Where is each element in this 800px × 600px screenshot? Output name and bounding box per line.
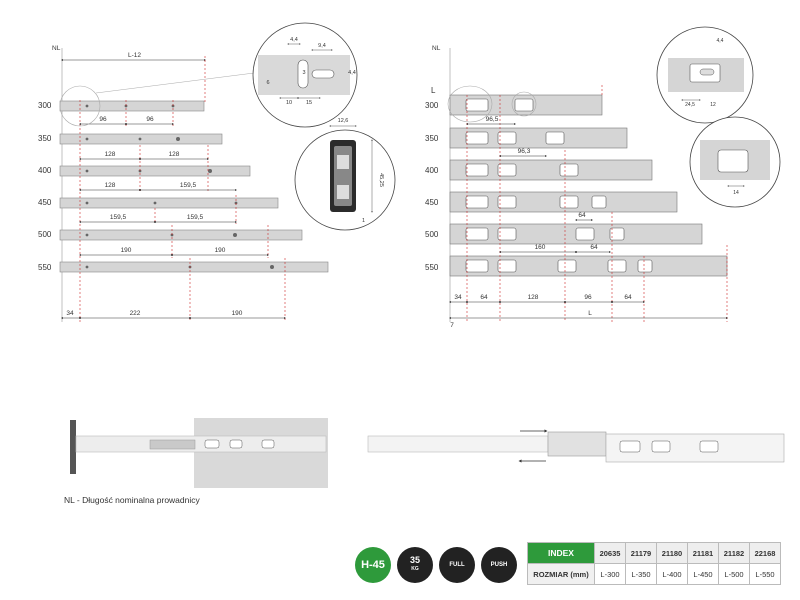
svg-text:4,4: 4,4	[348, 70, 356, 76]
full-extension-icon: FULL	[439, 547, 475, 583]
svg-text:190: 190	[232, 310, 243, 317]
svg-text:190: 190	[121, 247, 132, 254]
nominal-length-legend: NL - Długość nominalna prowadnicy	[64, 495, 200, 505]
svg-text:L: L	[588, 310, 592, 317]
mount-detail-top: 24,5 12 4,4	[656, 26, 754, 124]
svg-text:300: 300	[425, 101, 439, 110]
svg-text:12,6: 12,6	[338, 118, 349, 124]
svg-text:7: 7	[450, 322, 454, 329]
right-rail-550	[449, 255, 728, 277]
svg-text:10: 10	[286, 100, 292, 106]
svg-text:190: 190	[215, 247, 226, 254]
svg-text:450: 450	[425, 198, 439, 207]
mount-detail-mid: 14	[689, 116, 781, 208]
svg-text:64: 64	[624, 294, 632, 301]
svg-text:4,4: 4,4	[290, 37, 298, 43]
svg-text:L: L	[431, 86, 436, 95]
right-rail-350	[449, 127, 628, 149]
svg-text:550: 550	[425, 263, 439, 272]
svg-text:15: 15	[306, 100, 312, 106]
svg-text:14: 14	[733, 190, 739, 196]
svg-text:3: 3	[302, 70, 305, 76]
svg-text:96,3: 96,3	[518, 148, 531, 155]
left-rail-550	[59, 261, 329, 273]
size-450: 450	[38, 198, 52, 207]
svg-text:64: 64	[480, 294, 488, 301]
svg-text:128: 128	[169, 151, 180, 158]
svg-text:159,5: 159,5	[110, 214, 127, 221]
svg-text:159,5: 159,5	[187, 214, 204, 221]
slide-photo-closed	[70, 418, 328, 488]
index-header: INDEX	[527, 542, 595, 564]
svg-text:12: 12	[710, 102, 716, 108]
svg-text:96,5: 96,5	[486, 116, 499, 123]
left-rail-diagram: NL L-12 300 350 400 450 500 550	[38, 45, 329, 322]
spec-table: INDEX 20635 21179 21180 21181 21182 2216…	[527, 542, 781, 585]
slide-photo-open	[367, 429, 785, 463]
svg-text:159,5: 159,5	[180, 182, 197, 189]
svg-text:500: 500	[425, 230, 439, 239]
push-open-icon: PUSH	[481, 547, 517, 583]
svg-text:34: 34	[66, 310, 74, 317]
size-550: 550	[38, 263, 52, 272]
size-400: 400	[38, 166, 52, 175]
svg-text:64: 64	[590, 244, 598, 251]
svg-text:45,25: 45,25	[378, 173, 384, 187]
svg-text:222: 222	[130, 310, 141, 317]
svg-text:128: 128	[105, 151, 116, 158]
svg-text:128: 128	[528, 294, 539, 301]
svg-text:NL: NL	[432, 45, 441, 52]
left-rail-400	[59, 165, 251, 177]
size-300: 300	[38, 101, 52, 110]
left-rail-450	[59, 197, 279, 209]
svg-text:96: 96	[146, 116, 154, 123]
size-500: 500	[38, 230, 52, 239]
size-350: 350	[38, 134, 52, 143]
svg-text:6: 6	[266, 80, 269, 86]
l12-label: L-12	[128, 52, 141, 59]
svg-text:4,4: 4,4	[717, 38, 724, 44]
table-row: INDEX 20635 21179 21180 21181 21182 2216…	[527, 542, 781, 564]
right-rail-diagram: NL L 300 350 400 450 500 550	[425, 45, 728, 329]
svg-text:1: 1	[362, 218, 365, 224]
svg-text:96: 96	[99, 116, 107, 123]
left-rail-500	[59, 229, 303, 241]
svg-text:24,5: 24,5	[685, 102, 695, 108]
table-row: ROZMIAR (mm) L-300 L-350 L-400 L-450 L-5…	[527, 563, 781, 585]
svg-text:350: 350	[425, 134, 439, 143]
svg-text:64: 64	[578, 212, 586, 219]
svg-text:9,4: 9,4	[318, 43, 326, 49]
nl-label: NL	[52, 45, 61, 52]
svg-text:128: 128	[105, 182, 116, 189]
svg-text:34: 34	[454, 294, 462, 301]
h45-badge-icon: H-45	[355, 547, 391, 583]
profile-detail: 12,6 45,25 1	[294, 118, 396, 231]
size-header: ROZMIAR (mm)	[527, 563, 595, 585]
svg-text:160: 160	[535, 244, 546, 251]
left-rail-300	[59, 100, 205, 112]
svg-text:400: 400	[425, 166, 439, 175]
keyhole-detail: 4,4 9,4 4,4 10 15 6 3	[252, 22, 358, 128]
svg-text:96: 96	[584, 294, 592, 301]
